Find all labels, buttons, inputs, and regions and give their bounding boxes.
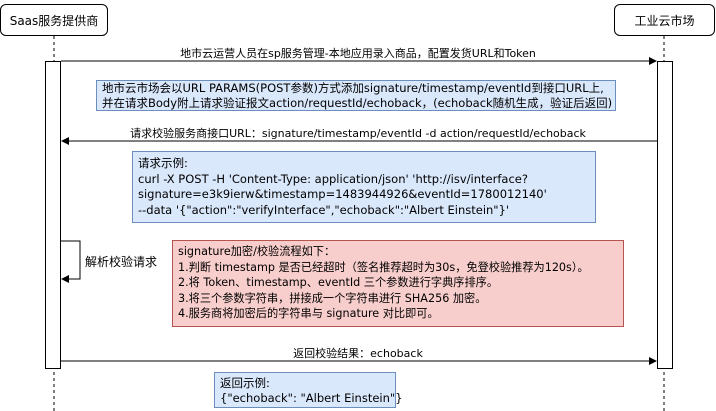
note-response-example-line-2: {"echoback": "Albert Einstein"}	[220, 391, 403, 405]
note-response-example: 返回示例: {"echoback": "Albert Einstein"}	[214, 372, 403, 408]
actor-left-label: Saas服务提供商	[9, 13, 99, 28]
activation-right	[657, 61, 673, 369]
message-m4-label: 返回校验结果：echoback	[293, 347, 423, 360]
note-signature-flow-line-2: 1.判断 timestamp 是否已经超时（签名推荐超时为30s，免登校验推荐为…	[178, 260, 589, 274]
note-response-example-line-1: 返回示例:	[220, 376, 270, 390]
message-m2-label: 请求校验服务商接口URL：signature/timestamp/eventId…	[130, 127, 586, 140]
note-url-params-line-1: 地市云市场会以URL PARAMS(POST参数)方式添加signature/t…	[102, 81, 604, 95]
note-signature-flow: signature加密/校验流程如下： 1.判断 timestamp 是否已经超…	[172, 240, 624, 327]
activation-left	[45, 61, 61, 369]
note-request-example-line-2: curl -X POST -H 'Content-Type: applicati…	[138, 171, 528, 186]
arrow-m3-self	[61, 240, 81, 283]
actor-industrial-cloud-market: 工业云市场	[614, 4, 715, 36]
note-request-example-line-3: signature=e3k9ierw&timestamp=1483944926&…	[138, 187, 547, 201]
message-m1-label: 地市云运营人员在sp服务管理-本地应用录入商品，配置发货URL和Token	[180, 47, 536, 60]
note-request-example-line-4: --data '{"action":"verifyInterface","ech…	[138, 202, 510, 217]
note-request-example: 请求示例: curl -X POST -H 'Content-Type: app…	[132, 151, 596, 223]
note-url-params: 地市云市场会以URL PARAMS(POST参数)方式添加signature/t…	[96, 80, 616, 111]
actor-saas-provider: Saas服务提供商	[0, 4, 108, 36]
note-signature-flow-line-4: 3.将三个参数字符串，拼接成一个字符串进行 SHA256 加密。	[178, 291, 487, 305]
message-m3-label: 解析校验请求	[85, 255, 158, 269]
note-signature-flow-line-3: 2.将 Token、timestamp、eventId 三个参数进行字典序排序。	[178, 276, 499, 289]
note-request-example-line-1: 请求示例:	[138, 156, 188, 170]
note-url-params-line-2: 并在请求Body附上请求验证报文action/requestId/echobac…	[102, 95, 613, 110]
actor-right-label: 工业云市场	[634, 13, 695, 28]
note-signature-flow-line-5: 4.服务商将加密后的字符串与 signature 对比即可。	[178, 307, 439, 320]
note-signature-flow-line-1: signature加密/校验流程如下：	[178, 245, 336, 258]
